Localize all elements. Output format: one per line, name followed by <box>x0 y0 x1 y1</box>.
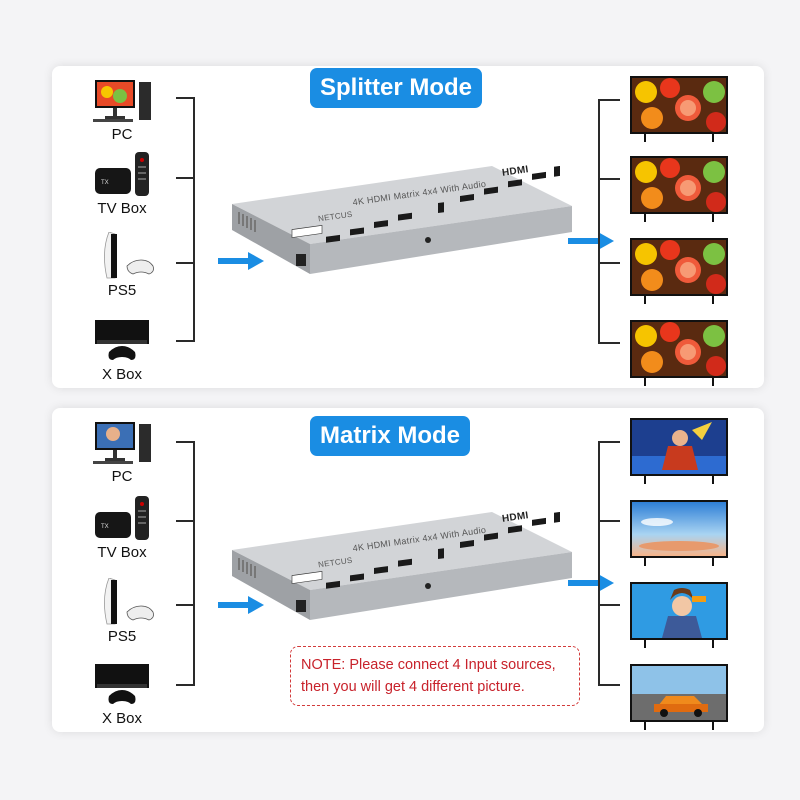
source-label: PS5 <box>107 282 137 299</box>
source-label: PC <box>111 468 133 485</box>
output-tv <box>630 418 728 484</box>
splitter-mode-panel: Splitter Mode PC TX TV Box PS5 X Box <box>52 66 764 388</box>
source-tv-box: TX TV Box <box>82 494 162 561</box>
fruit-image <box>630 238 728 296</box>
pc-icon <box>87 418 157 466</box>
fruit-image <box>630 320 728 378</box>
source-label: PC <box>111 126 133 143</box>
source-label: X Box <box>101 710 143 727</box>
race-car-image <box>630 664 728 722</box>
xbox-icon <box>87 316 157 364</box>
source-ps5: PS5 <box>82 231 162 299</box>
source-pc: PC <box>82 418 162 485</box>
source-tv-box: TX TV Box <box>82 150 162 217</box>
input-arrow-icon <box>218 596 264 614</box>
connector-line <box>598 342 620 344</box>
hdmi-matrix-device: NETCUS 4K HDMI Matrix 4x4 With Audio HDM… <box>232 510 612 622</box>
source-label: TV Box <box>97 544 147 561</box>
source-ps5: PS5 <box>82 577 162 645</box>
connector-line <box>176 97 194 99</box>
tv-box-icon: TX <box>87 494 157 542</box>
connector-line <box>598 684 620 686</box>
splitter-mode-title: Splitter Mode <box>310 68 483 108</box>
connector-line <box>176 520 194 522</box>
connector-line <box>598 441 620 443</box>
connector-line <box>176 262 194 264</box>
connector-line <box>176 177 194 179</box>
ps5-icon <box>87 577 157 626</box>
connector-line <box>176 441 194 443</box>
connector-line <box>193 441 195 686</box>
ps5-icon <box>87 231 157 280</box>
connector-line <box>598 262 620 264</box>
xbox-icon <box>87 660 157 708</box>
fruit-image <box>630 76 728 134</box>
note-line-1: NOTE: Please connect 4 Input sources, <box>301 657 556 673</box>
matrix-mode-title: Matrix Mode <box>310 416 471 456</box>
anime-character-image <box>630 582 728 640</box>
source-xbox: X Box <box>82 316 162 383</box>
output-tv <box>630 76 728 142</box>
connector-line <box>598 99 620 101</box>
connector-line <box>598 178 620 180</box>
connector-line <box>598 520 620 522</box>
output-tv <box>630 500 728 566</box>
source-label: X Box <box>101 366 143 383</box>
connector-line <box>193 97 195 342</box>
matrix-mode-panel: Matrix Mode PC TX TV Box PS5 X Box <box>52 408 764 732</box>
input-arrow-icon <box>218 252 264 270</box>
output-tv <box>630 664 728 730</box>
svg-text:TX: TX <box>101 524 109 530</box>
connector-line <box>176 604 194 606</box>
output-tv <box>630 582 728 648</box>
fruit-image <box>630 156 728 214</box>
source-xbox: X Box <box>82 660 162 727</box>
sky-landscape-image <box>630 500 728 558</box>
connector-line <box>176 684 194 686</box>
source-label: PS5 <box>107 628 137 645</box>
output-tv <box>630 238 728 304</box>
svg-text:TX: TX <box>101 180 109 186</box>
connector-line <box>598 99 600 343</box>
note-line-2: then you will get 4 different picture. <box>301 679 525 695</box>
note-box: NOTE: Please connect 4 Input sources, th… <box>290 646 580 706</box>
output-arrow-icon <box>568 574 614 592</box>
game-character-image <box>630 418 728 476</box>
hdmi-matrix-device: NETCUS 4K HDMI Matrix 4x4 With Audio HDM… <box>232 164 612 276</box>
connector-line <box>176 340 194 342</box>
output-arrow-icon <box>568 232 614 250</box>
pc-icon <box>87 76 157 124</box>
tv-box-icon: TX <box>87 150 157 198</box>
connector-line <box>598 604 620 606</box>
source-pc: PC <box>82 76 162 143</box>
connector-line <box>598 441 600 685</box>
source-label: TV Box <box>97 200 147 217</box>
output-tv <box>630 156 728 222</box>
output-tv <box>630 320 728 386</box>
